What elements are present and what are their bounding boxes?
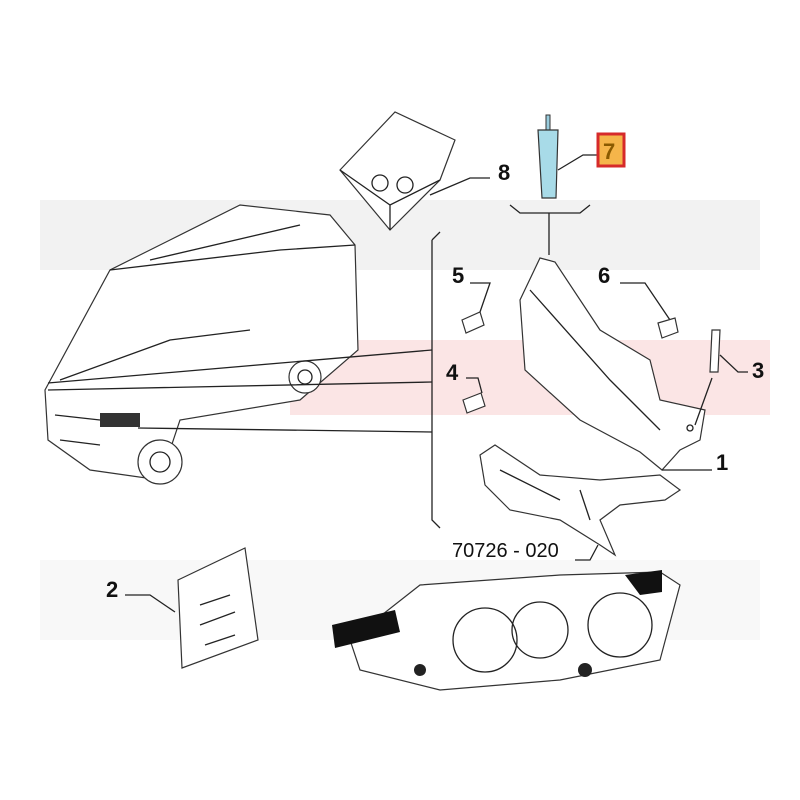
- bulb-4: [462, 392, 486, 414]
- part-label-8: 8: [498, 160, 510, 185]
- bulb-kit-box: [339, 111, 490, 231]
- part-label-4: 4: [446, 360, 459, 385]
- bulb-holder-6: [657, 317, 679, 339]
- headlamp-side: [519, 257, 712, 471]
- bulb-5: [461, 311, 485, 334]
- screw-3: [709, 329, 721, 373]
- adjuster-part: [509, 114, 598, 255]
- part-label-7-highlight[interactable]: 7: [596, 132, 626, 168]
- part-label-6: 6: [598, 263, 610, 288]
- part-label-5: 5: [452, 263, 464, 288]
- mounting-bracket: [479, 444, 682, 561]
- reference-code: 70726 - 020: [452, 540, 559, 562]
- part-label-3: 3: [752, 358, 764, 383]
- bracket-panel-2: [177, 547, 259, 669]
- part-label-1: 1: [716, 450, 728, 475]
- part-label-7: 7: [603, 139, 615, 164]
- part-label-2: 2: [106, 577, 118, 602]
- headlamp-rear: [332, 570, 681, 691]
